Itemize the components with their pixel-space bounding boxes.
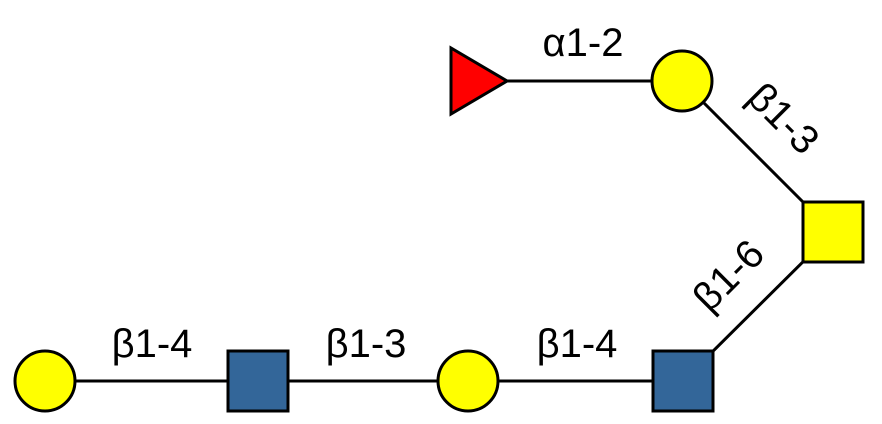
glcnac-square-icon (651, 349, 715, 413)
linkage-label-1: β1-4 (112, 322, 193, 366)
galactose-circle-icon (650, 49, 714, 113)
glcnac-square-icon (226, 349, 290, 413)
linkage-label-2: β1-3 (326, 322, 407, 366)
galactose-square-icon (801, 200, 865, 264)
galactose-circle-icon (436, 349, 500, 413)
fucose-triangle-icon (449, 45, 510, 117)
galactose-circle-icon (13, 349, 77, 413)
linkage-label-6: α1-2 (543, 21, 624, 65)
linkage-label-3: β1-4 (537, 322, 618, 366)
